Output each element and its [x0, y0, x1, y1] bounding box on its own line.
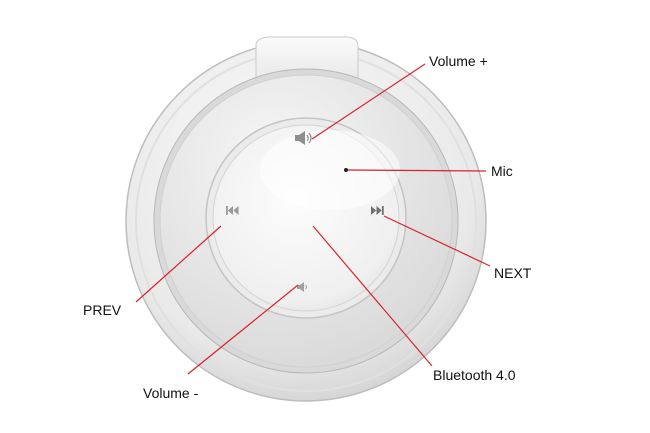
leader-next [383, 215, 491, 267]
label-volume-down: Volume - [143, 385, 199, 401]
speaker-quiet-icon[interactable] [297, 282, 307, 292]
label-volume-up: Volume + [429, 53, 488, 69]
label-next: NEXT [494, 265, 532, 281]
leader-prev [135, 225, 222, 303]
label-prev: PREV [83, 302, 122, 318]
mic-hole [344, 168, 348, 172]
label-mic: Mic [491, 163, 513, 179]
label-bluetooth: Bluetooth 4.0 [433, 367, 516, 383]
leader-lines [135, 63, 491, 375]
leader-mic [347, 169, 487, 172]
speaker-loud-icon[interactable] [295, 131, 312, 145]
leader-volume-down [187, 284, 299, 375]
leader-bluetooth [312, 225, 433, 367]
face-highlight [260, 130, 400, 210]
leader-volume-up [311, 63, 426, 140]
skip-previous-icon[interactable] [226, 206, 239, 215]
skip-next-icon[interactable] [371, 206, 384, 215]
